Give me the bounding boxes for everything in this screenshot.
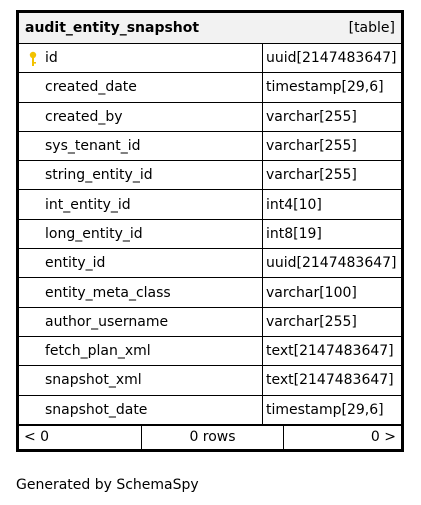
generated-by-text: Generated by SchemaSpy (16, 477, 199, 493)
column-name-text: fetch_plan_xml (45, 343, 151, 360)
column-row: snapshot_date timestamp[29,6] (19, 395, 401, 425)
column-name: string_entity_id (19, 161, 263, 190)
column-row: id uuid[2147483647] (19, 44, 401, 74)
column-name-text: sys_tenant_id (45, 138, 141, 155)
column-row: int_entity_id int4[10] (19, 190, 401, 220)
column-name: created_by (19, 102, 263, 131)
column-type: varchar[255] (266, 167, 357, 184)
column-name-text: id (45, 50, 58, 67)
column-row: sys_tenant_id varchar[255] (19, 131, 401, 162)
column-name: entity_id (19, 249, 263, 278)
column-name-text: entity_meta_class (45, 284, 171, 301)
column-row: long_entity_id int8[19] (19, 219, 401, 250)
column-type: uuid[2147483647] (266, 255, 397, 272)
column-row: entity_id uuid[2147483647] (19, 249, 401, 279)
column-type: text[2147483647] (266, 372, 394, 389)
table-header: audit_entity_snapshot [table] (19, 13, 401, 44)
column-type: int8[19] (266, 225, 322, 242)
column-name-text: int_entity_id (45, 196, 131, 213)
column-type: text[2147483647] (266, 343, 394, 360)
footer-next: 0 > (370, 429, 396, 446)
column-name: id (19, 44, 263, 73)
table-name: audit_entity_snapshot (25, 20, 200, 36)
column-row: string_entity_id varchar[255] (19, 161, 401, 191)
column-name: long_entity_id (19, 219, 263, 249)
column-name: fetch_plan_xml (19, 336, 263, 366)
column-name: snapshot_date (19, 395, 263, 424)
column-name: snapshot_xml (19, 366, 263, 395)
column-type: varchar[255] (266, 313, 357, 330)
column-name: sys_tenant_id (19, 131, 263, 161)
column-row: author_username varchar[255] (19, 307, 401, 337)
column-type: varchar[255] (266, 108, 357, 125)
column-name: created_date (19, 73, 263, 102)
column-name-text: entity_id (45, 255, 106, 272)
column-type: varchar[255] (266, 138, 357, 155)
column-row: entity_meta_class varchar[100] (19, 278, 401, 308)
column-row: fetch_plan_xml text[2147483647] (19, 336, 401, 367)
column-type: timestamp[29,6] (266, 79, 384, 96)
column-name-text: author_username (45, 313, 169, 330)
column-type: uuid[2147483647] (266, 50, 397, 67)
column-row: snapshot_xml text[2147483647] (19, 366, 401, 396)
column-type: int4[10] (266, 196, 322, 213)
column-name: entity_meta_class (19, 278, 263, 307)
column-list: id uuid[2147483647] created_date timestamp[… (19, 44, 401, 425)
column-name-text: string_entity_id (45, 167, 153, 184)
column-type: timestamp[29,6] (266, 401, 384, 418)
column-name-text: created_date (45, 79, 137, 96)
column-name-text: long_entity_id (45, 225, 143, 242)
column-name: int_entity_id (19, 190, 263, 219)
column-name-text: created_by (45, 108, 123, 125)
column-row: created_date timestamp[29,6] (19, 73, 401, 103)
column-type: varchar[100] (266, 284, 357, 301)
column-row: created_by varchar[255] (19, 102, 401, 132)
column-name: author_username (19, 307, 263, 336)
key-icon (29, 51, 37, 66)
footer-prev: < 0 (19, 425, 142, 449)
table-footer: < 0 0 rows 0 > (19, 424, 401, 449)
table-kind: [table] (348, 20, 395, 36)
footer-row-count: 0 rows (142, 425, 284, 449)
column-name-text: snapshot_date (45, 401, 148, 418)
column-name-text: snapshot_xml (45, 372, 142, 389)
entity-table: audit_entity_snapshot [table] id uuid[214… (16, 10, 404, 452)
